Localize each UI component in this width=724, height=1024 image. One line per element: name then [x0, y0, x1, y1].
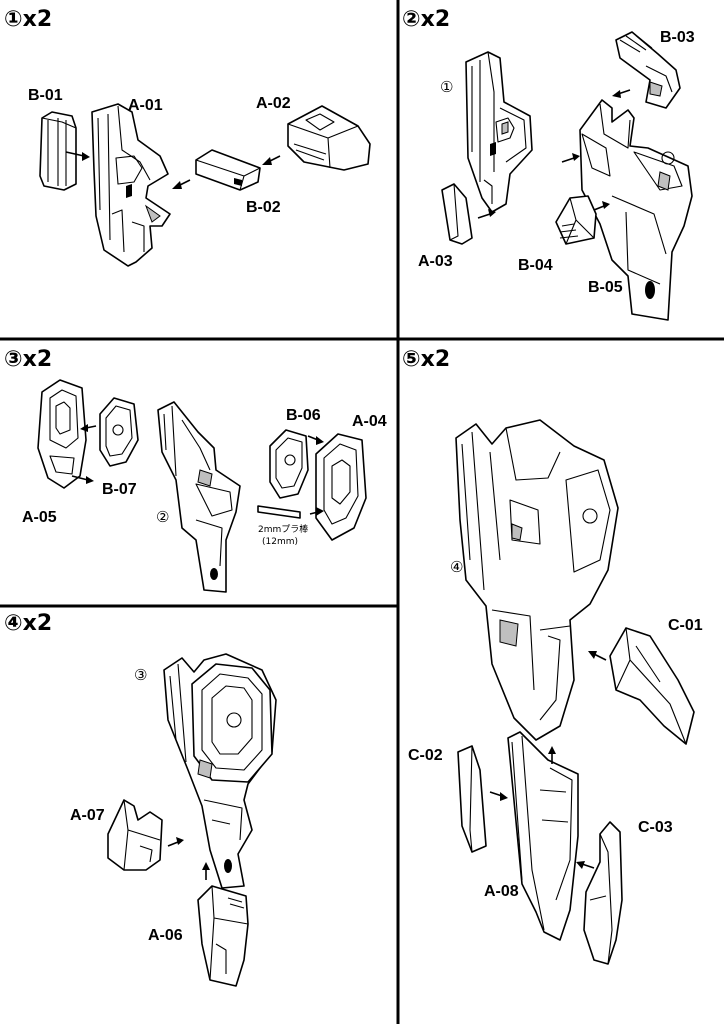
part-a-06 — [197, 885, 249, 987]
part-b-04 — [555, 195, 597, 245]
label-a-01: A-01 — [128, 97, 163, 114]
part-c-01 — [609, 627, 695, 745]
label-a-08: A-08 — [484, 883, 519, 900]
label-b-04: B-04 — [518, 257, 553, 274]
ref-step-1: ① — [440, 78, 453, 96]
step-5-heading: ⑤x2 — [402, 347, 450, 372]
part-b-03 — [615, 31, 681, 109]
note-rod-line1: 2mmプラ棒 — [258, 523, 308, 535]
label-c-03: C-03 — [638, 819, 673, 836]
label-b-07: B-07 — [102, 481, 137, 498]
arrows-step-5 — [489, 651, 607, 869]
panel-step-2: ②x2 ① — [402, 7, 695, 321]
part-a-04 — [315, 433, 367, 541]
part-a-03 — [441, 183, 473, 245]
note-rod-line2: (12mm) — [262, 537, 298, 547]
part-b-02 — [195, 149, 261, 191]
ref-step-4: ④ — [450, 558, 463, 576]
arrows-step-1 — [65, 151, 281, 189]
arrows-step-2 — [477, 89, 631, 219]
part-a-08 — [507, 731, 579, 941]
part-c-03 — [583, 821, 623, 965]
label-c-02: C-02 — [408, 747, 443, 764]
assembly-from-step-2 — [157, 401, 241, 593]
label-a-02: A-02 — [256, 95, 291, 112]
label-b-01: B-01 — [28, 87, 63, 104]
ref-step-3: ③ — [134, 666, 147, 684]
part-b-07 — [99, 397, 139, 467]
part-c-02 — [457, 745, 487, 853]
panel-step-3: ③x2 ② — [4, 347, 387, 593]
label-a-04: A-04 — [352, 413, 387, 430]
part-b-01 — [39, 111, 77, 191]
label-a-06: A-06 — [148, 927, 183, 944]
part-a-05 — [37, 379, 87, 489]
label-b-05: B-05 — [588, 279, 623, 296]
label-b-03: B-03 — [660, 29, 695, 46]
step-4-heading: ④x2 — [4, 611, 52, 636]
label-b-06: B-06 — [286, 407, 321, 424]
part-a-07 — [107, 799, 163, 871]
panel-step-4: ④x2 ③ A-07 A-06 — [4, 611, 277, 987]
label-c-01: C-01 — [668, 617, 703, 634]
label-a-03: A-03 — [418, 253, 453, 270]
arrows-step-4 — [167, 837, 210, 880]
label-a-05: A-05 — [22, 509, 57, 526]
part-b-06 — [269, 429, 309, 499]
part-a-02 — [287, 105, 371, 171]
assembly-from-step-1 — [465, 51, 533, 213]
panel-step-5: ⑤x2 ④ — [402, 347, 703, 965]
arrows-step-3 — [71, 424, 324, 516]
part-a-01 — [91, 103, 171, 267]
assembly-from-step-3 — [163, 653, 277, 889]
label-b-02: B-02 — [246, 199, 281, 216]
panel-step-1: ①x2 B — [4, 7, 371, 267]
step-1-heading: ①x2 — [4, 7, 52, 32]
ref-step-2: ② — [156, 508, 169, 526]
step-2-heading: ②x2 — [402, 7, 450, 32]
part-plastic-rod — [257, 505, 301, 519]
step-3-heading: ③x2 — [4, 347, 52, 372]
label-a-07: A-07 — [70, 807, 105, 824]
part-b-05 — [579, 99, 693, 321]
assembly-from-step-4 — [455, 419, 619, 741]
